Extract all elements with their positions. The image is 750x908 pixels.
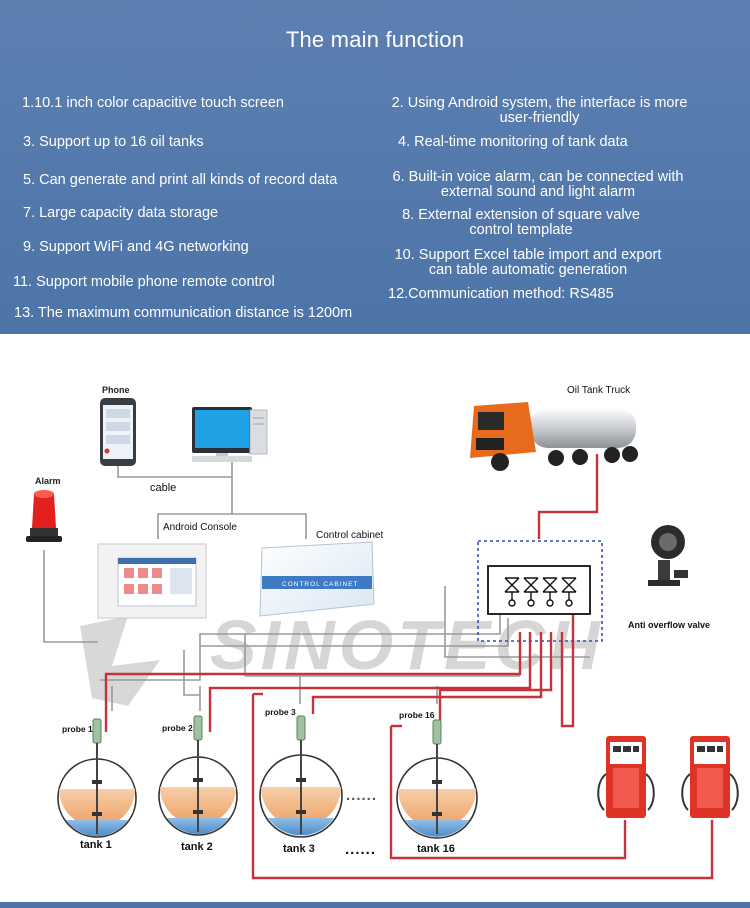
main-function-panel: The main function 1.10.1 inch color capa… [0,0,750,334]
android-console-label: Android Console [163,522,237,533]
control-cabinet-label: Control cabinet [316,530,383,541]
feature-11: 11. Support mobile phone remote control [13,274,275,290]
cable-label: cable [150,482,176,494]
tanks-ellipsis-lower: ...... [345,841,376,858]
feature-12: 12.Communication method: RS485 [388,286,614,302]
alarm-beacon: Alarm [26,476,62,542]
tank-16: probe 16 tank 16 [396,710,478,855]
cabinet-face-text: CONTROL CABINET [282,581,359,588]
feature-5: 5. Can generate and print all kinds of r… [23,172,338,188]
feature-9: 9. Support WiFi and 4G networking [23,239,249,255]
fuel-dispenser-1 [597,736,655,818]
feature-8: 8. External extension of square valve co… [402,207,640,238]
anti-overflow-valve-label: Anti overflow valve [628,620,710,630]
feature-2: 2. Using Android system, the interface i… [391,95,688,126]
fuel-pipes [104,454,714,880]
phone: Phone [100,385,136,466]
tank-2-label: tank 2 [181,841,213,853]
tanks-ellipsis-upper: ...... [346,787,377,804]
probe-3-label: probe 3 [265,707,296,717]
fuel-dispenser-2 [681,736,739,818]
footer-bar [0,902,750,908]
feature-10: 10. Support Excel table import and expor… [394,247,662,278]
oil-tank-truck: Oil Tank Truck [470,385,638,471]
probe-2-label: probe 2 [162,723,193,733]
sinotech-watermark: SINOTECH [80,606,604,706]
tank-3-label: tank 3 [283,843,315,855]
page-title: The main function [285,27,465,52]
phone-label: Phone [102,385,130,395]
feature-7: 7. Large capacity data storage [23,205,219,221]
system-diagram: SINOTECH [26,385,739,880]
oil-tank-truck-label: Oil Tank Truck [567,385,631,396]
tank-2: probe 2 tank 2 [158,715,238,853]
feature-3: 3. Support up to 16 oil tanks [23,134,204,150]
feature-4: 4. Real-time monitoring of tank data [398,134,628,150]
probe-16-label: probe 16 [399,710,435,720]
desktop-computer [192,407,268,462]
alarm-label: Alarm [35,476,61,486]
signal-wiring [43,460,590,711]
feature-1: 1.10.1 inch color capacitive touch scree… [22,95,284,111]
valve-control-module [477,540,603,642]
tank-3: probe 3 tank 3 [259,707,343,855]
control-cabinet: Control cabinet CONTROL CABINET [259,530,383,617]
tank-1-label: tank 1 [80,839,112,851]
probe-1-label: probe 1 [62,724,93,734]
tank-16-label: tank 16 [417,843,455,855]
android-console: Android Console [97,522,237,619]
watermark-text: SINOTECH [210,606,604,684]
feature-13: 13. The maximum communication distance i… [14,305,353,321]
tank-1: probe 1 tank 1 [57,718,137,851]
feature-6: 6. Built-in voice alarm, can be connecte… [392,169,684,200]
anti-overflow-valve: Anti overflow valve [628,525,710,630]
